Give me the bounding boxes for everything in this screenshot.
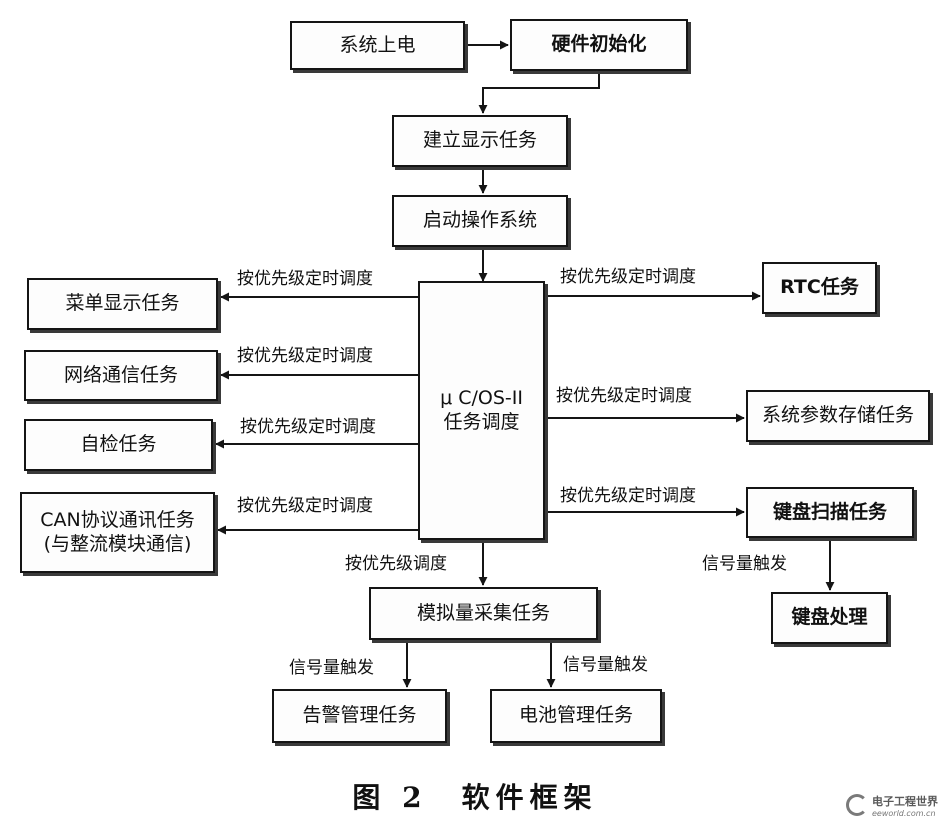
create-display-label: 建立显示任务 (422, 129, 537, 152)
battery-mgmt-box: 电池管理任务 (490, 689, 662, 743)
self-test-box: 自检任务 (24, 419, 213, 471)
label-sched-rtc: 按优先级定时调度 (560, 267, 696, 287)
menu-display-label: 菜单显示任务 (65, 292, 180, 315)
hardware-init-box: 硬件初始化 (510, 19, 688, 71)
self-test-label: 自检任务 (80, 433, 157, 456)
can-comm-label-line2: (与整流模块通信) (43, 532, 192, 555)
can-comm-label-line1: CAN协议通讯任务 (40, 508, 195, 531)
label-sched-analog: 按优先级调度 (345, 554, 447, 574)
network-comm-label: 网络通信任务 (63, 363, 178, 386)
watermark-url: eeworld.com.cn (872, 808, 936, 818)
label-sched-can: 按优先级定时调度 (237, 496, 373, 516)
start-os-label: 启动操作系统 (422, 209, 537, 232)
analog-acq-box: 模拟量采集任务 (369, 587, 598, 640)
scheduler-box: μ C/OS-II 任务调度 (418, 281, 545, 540)
watermark-name: 电子工程世界 (872, 794, 938, 808)
network-comm-box: 网络通信任务 (24, 350, 218, 401)
arrow-init-to-display (478, 71, 600, 114)
scheduler-label-line1: μ C/OS-II (440, 386, 523, 409)
alarm-mgmt-label: 告警管理任务 (302, 704, 417, 727)
alarm-mgmt-box: 告警管理任务 (272, 689, 447, 743)
figure-caption: 图 2 软件框架 (352, 781, 598, 814)
label-sched-network: 按优先级定时调度 (237, 346, 373, 366)
rtc-box: RTC任务 (762, 262, 877, 314)
param-store-label: 系统参数存储任务 (761, 404, 914, 427)
menu-display-box: 菜单显示任务 (27, 278, 218, 330)
power-on-label: 系统上电 (339, 33, 416, 56)
label-sched-param-store: 按优先级定时调度 (556, 386, 692, 406)
label-trigger-key-process: 信号量触发 (702, 554, 787, 574)
eeworld-logo-icon (846, 794, 868, 816)
start-os-box: 启动操作系统 (392, 195, 568, 247)
create-display-box: 建立显示任务 (392, 115, 568, 167)
key-scan-label: 键盘扫描任务 (772, 500, 887, 523)
scheduler-label-line2: 任务调度 (443, 410, 520, 433)
watermark-logo: 电子工程世界 eeworld.com.cn (846, 788, 946, 822)
can-comm-box: CAN协议通讯任务 (与整流模块通信) (20, 492, 215, 573)
label-trigger-alarm: 信号量触发 (289, 658, 374, 678)
battery-mgmt-label: 电池管理任务 (518, 704, 633, 727)
param-store-box: 系统参数存储任务 (746, 390, 930, 442)
key-process-box: 键盘处理 (771, 592, 888, 644)
key-scan-box: 键盘扫描任务 (746, 487, 914, 538)
analog-acq-label: 模拟量采集任务 (416, 601, 550, 624)
label-sched-self-test: 按优先级定时调度 (240, 417, 376, 437)
rtc-label: RTC任务 (780, 276, 859, 299)
power-on-box: 系统上电 (290, 21, 465, 70)
key-process-label: 键盘处理 (791, 606, 868, 629)
label-sched-menu: 按优先级定时调度 (237, 269, 373, 289)
label-sched-key-scan: 按优先级定时调度 (560, 486, 696, 506)
hardware-init-label: 硬件初始化 (551, 33, 647, 56)
label-trigger-battery: 信号量触发 (563, 655, 648, 675)
